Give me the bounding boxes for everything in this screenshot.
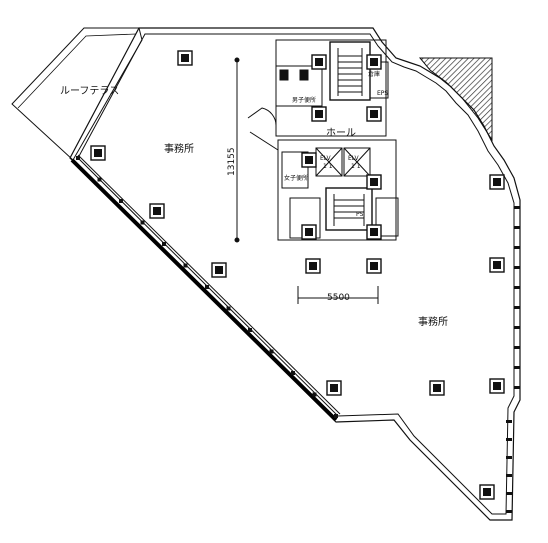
vertical-dimension: 13155 <box>227 147 237 176</box>
column <box>305 258 321 274</box>
storage-label: 倉庫 <box>368 70 380 78</box>
elv-right-number: 1 1 <box>351 163 361 170</box>
facade-posts <box>76 156 520 513</box>
column <box>211 262 227 278</box>
roof-terrace-label: ルーフテラス <box>60 85 119 97</box>
elv-left-number: 1 1 <box>323 163 333 170</box>
facade-post <box>97 177 102 182</box>
facade-post <box>514 366 520 369</box>
womens-wc-label: 女子便所 <box>284 174 308 182</box>
column <box>149 203 165 219</box>
mens-wc-label: 男子便所 <box>292 96 316 104</box>
facade-post <box>514 286 520 289</box>
column <box>311 106 327 122</box>
column <box>311 54 327 70</box>
facade-post <box>514 266 520 269</box>
facade-post <box>119 199 123 203</box>
column <box>366 54 382 70</box>
horizontal-dimension: 5500 <box>327 293 350 303</box>
office-top-label: 事務所 <box>164 142 194 155</box>
hatched-balcony <box>418 57 493 142</box>
facade-post <box>506 438 512 441</box>
roof-terrace <box>11 27 143 161</box>
column <box>366 258 382 274</box>
column <box>479 484 495 500</box>
diagonal-facade <box>70 154 341 422</box>
facade-post <box>514 206 520 209</box>
facade-post <box>140 220 145 225</box>
facade-post <box>76 156 80 160</box>
facade-post <box>312 392 317 397</box>
core <box>247 39 399 241</box>
column <box>366 174 382 190</box>
facade-post <box>514 306 520 309</box>
column <box>326 380 342 396</box>
column <box>489 257 505 273</box>
column <box>366 224 382 240</box>
column <box>301 224 317 240</box>
column <box>177 50 193 66</box>
hall-label: ホール <box>326 127 356 139</box>
facade-post <box>183 263 188 268</box>
facade-post <box>506 420 512 423</box>
facade-post <box>506 456 512 459</box>
facade-post <box>506 510 512 513</box>
facade-post <box>291 371 295 375</box>
facade-post <box>162 242 166 246</box>
elv-left-name: ELV <box>320 155 331 162</box>
outer-wall <box>69 27 521 521</box>
column <box>301 152 317 168</box>
facade-post <box>248 328 252 332</box>
facade-post <box>226 306 231 311</box>
facade-post <box>514 226 520 229</box>
column <box>90 145 106 161</box>
column <box>429 380 445 396</box>
ps-label: PS <box>356 211 364 218</box>
facade-post <box>514 386 520 389</box>
facade-post <box>334 414 338 418</box>
facade-post <box>506 492 512 495</box>
facade-post <box>514 326 520 329</box>
facade-post <box>514 246 520 249</box>
facade-post <box>269 349 274 354</box>
column <box>489 174 505 190</box>
facade-post <box>506 474 512 477</box>
elv-right-name: ELV <box>348 155 359 162</box>
column <box>366 106 382 122</box>
eps-label: EPS <box>377 90 388 97</box>
structural-columns <box>90 50 505 500</box>
column <box>489 378 505 394</box>
facade-post <box>514 346 520 349</box>
dimension-lines <box>234 57 379 304</box>
office-right-label: 事務所 <box>418 315 448 328</box>
facade-post <box>205 285 209 289</box>
